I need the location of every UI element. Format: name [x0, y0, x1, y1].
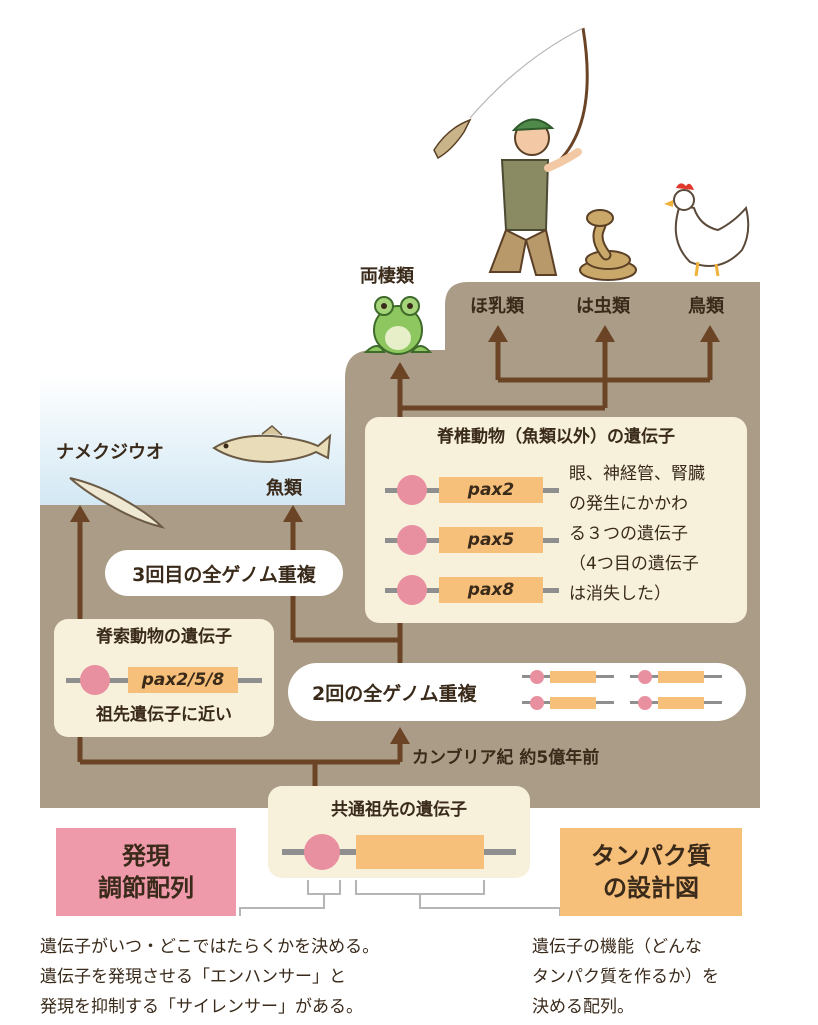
vertebrate-gene-pax2: pax2 — [385, 475, 559, 505]
vertebrate-note-line: は消失した） — [569, 584, 671, 604]
regulatory-desc-line: 遺伝子がいつ・どこではたらくかを決める。 — [40, 937, 380, 957]
vertebrate-gene-pax8: pax8 — [385, 575, 559, 605]
chordate-gene-box: 脊索動物の遺伝子 pax2/5/8 祖先遺伝子に近い — [54, 619, 274, 737]
protein-desc-line: タンパク質を作るか）を — [532, 967, 719, 987]
third-wgd-pill: 3回目の全ゲノム重複 — [105, 550, 343, 596]
regulatory-title-line: 発現 — [122, 842, 170, 870]
vertebrate-note-line: （4つ目の遺伝子 — [569, 554, 699, 574]
vertebrate-note-line: 眼、神経管、腎臓 — [569, 464, 705, 484]
label-cambrian: カンブリア紀 約5億年前 — [412, 747, 599, 768]
fish-illustration — [212, 425, 332, 464]
chicken-illustration — [664, 183, 750, 277]
gene-name-pax5: pax5 — [439, 527, 543, 553]
label-fish: 魚類 — [266, 477, 303, 499]
chordate-title: 脊索動物の遺伝子 — [96, 627, 232, 647]
frog-illustration — [363, 296, 433, 355]
vertebrate-title: 脊椎動物（魚類以外）の遺伝子 — [437, 427, 675, 447]
gene-pair-a1 — [522, 669, 614, 685]
regulatory-description: 遺伝子がいつ・どこではたらくかを決める。 遺伝子を発現させる「エンハンサー」と … — [40, 932, 480, 1022]
vertebrate-note-line: る３つの遺伝子 — [569, 524, 688, 544]
regulatory-desc-line: 遺伝子を発現させる「エンハンサー」と — [40, 967, 346, 987]
protein-title-line: の設計図 — [603, 874, 699, 902]
label-bird: 鳥類 — [688, 295, 725, 317]
label-mammal: ほ乳類 — [470, 296, 525, 317]
gene-pair-a2 — [522, 695, 614, 711]
regulatory-title-line: 調節配列 — [98, 874, 194, 902]
regulatory-sequence-box: 発現 調節配列 — [56, 828, 236, 916]
gene-pair-b2 — [630, 695, 722, 711]
vertebrate-gene-box: 脊椎動物（魚類以外）の遺伝子 pax2 pax5 pax8 眼、神経管、腎臓 の… — [365, 417, 747, 623]
vertebrate-note: 眼、神経管、腎臓 の発生にかかわ る３つの遺伝子 （4つ目の遺伝子 は消失した） — [569, 459, 741, 609]
third-wgd-label: 3回目の全ゲノム重複 — [132, 563, 316, 586]
gene-name-pax8: pax8 — [439, 577, 543, 603]
snake-illustration — [579, 209, 637, 281]
chordate-note: 祖先遺伝子に近い — [96, 705, 232, 725]
protein-blueprint-box: タンパク質 の設計図 — [560, 828, 742, 916]
chordate-gene-name: pax2/5/8 — [128, 667, 238, 693]
label-amphibian: 両棲類 — [360, 265, 415, 287]
tree-arrowheads — [70, 325, 720, 744]
label-namekujiuo: ナメクジウオ — [56, 442, 164, 463]
protein-title-line: タンパク質 — [591, 842, 711, 870]
regulatory-desc-line: 発現を抑制する「サイレンサー」がある。 — [40, 997, 363, 1017]
second-wgd-pill: 2回の全ゲノム重複 — [288, 663, 746, 721]
tree-lines — [77, 340, 713, 808]
ancestor-gene — [282, 834, 516, 870]
protein-description: 遺伝子の機能（どんな タンパク質を作るか）を 決める配列。 — [532, 932, 802, 1022]
fisherman-illustration — [433, 27, 589, 276]
protein-desc-line: 遺伝子の機能（どんな — [532, 937, 702, 957]
ancestor-gene-box: 共通祖先の遺伝子 — [268, 786, 530, 878]
label-reptile: は虫類 — [576, 295, 631, 317]
gene-pair-b1 — [630, 669, 722, 685]
vertebrate-note-line: の発生にかかわ — [569, 494, 688, 514]
vertebrate-gene-pax5: pax5 — [385, 525, 559, 555]
gene-name-pax2: pax2 — [439, 477, 543, 503]
chordate-gene: pax2/5/8 — [66, 665, 262, 695]
protein-desc-line: 決める配列。 — [532, 997, 634, 1017]
ancestor-callouts — [239, 880, 561, 916]
lancelet-illustration — [69, 477, 166, 529]
ancestor-title: 共通祖先の遺伝子 — [331, 800, 467, 820]
second-wgd-label: 2回の全ゲノム重複 — [312, 682, 477, 705]
